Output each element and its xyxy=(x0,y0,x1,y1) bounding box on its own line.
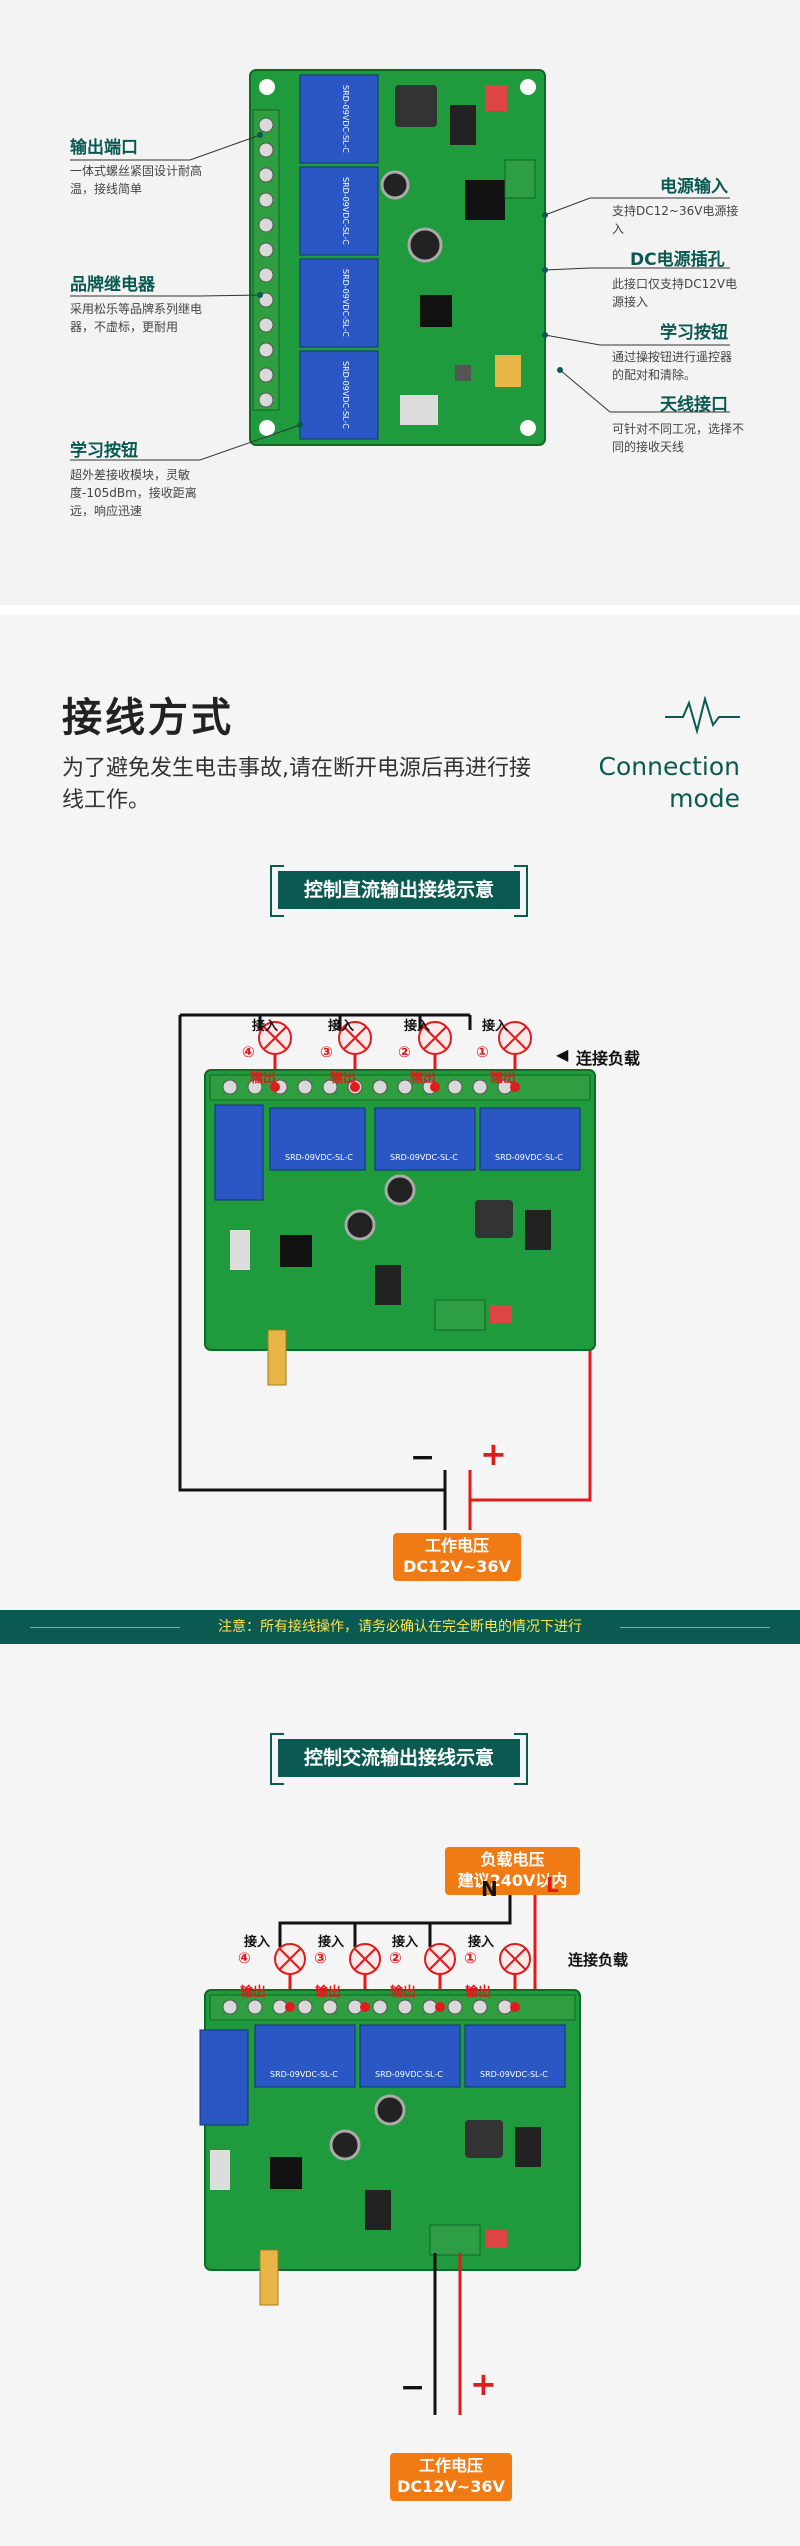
ac-diagram-badge: 控制交流输出接线示意 xyxy=(270,1733,528,1785)
ac-ch4-number: ④ xyxy=(238,1949,251,1967)
svg-text:SRD-09VDC-SL-C: SRD-09VDC-SL-C xyxy=(285,1153,353,1162)
ac-ch4-in: 接入 xyxy=(244,1935,271,1950)
ac-ch3-out: 输出 xyxy=(315,1985,342,2000)
antenna-title: 天线接口 xyxy=(660,395,728,415)
svg-text:SRD-09VDC-SL-C: SRD-09VDC-SL-C xyxy=(341,361,350,429)
power-in-desc: 支持DC12~36V电源接入 xyxy=(612,204,739,236)
dc-jack-desc: 此接口仅支持DC12V电源接入 xyxy=(612,277,738,309)
ac-ch3-number: ③ xyxy=(314,1949,327,1967)
dc-ch4-number: ④ xyxy=(242,1043,255,1061)
ac-minus-label: − xyxy=(400,2370,426,2405)
wiring-section: 接线方式 为了避免发生电击事故,请在断开电源后再进行接线工作。 Connecti… xyxy=(0,615,800,2546)
ac-ch2-number: ② xyxy=(389,1949,402,1967)
ac-voltage-line2: DC12V~36V xyxy=(397,2477,505,2496)
svg-text:SRD-09VDC-SL-C: SRD-09VDC-SL-C xyxy=(480,2070,548,2079)
ac-voltage-line1: 工作电压 xyxy=(418,2456,483,2475)
dc-ch1-number: ① xyxy=(476,1043,489,1061)
ac-plus-label: + xyxy=(470,2365,497,2403)
ac-ch1-number: ① xyxy=(464,1949,477,1967)
dc-wiring-diagram: SRD-09VDC-SL-C SRD-09VDC-SL-C SRD-09VDC-… xyxy=(178,1013,596,1530)
ac-l-label: L xyxy=(546,1873,559,1897)
leader-lines xyxy=(70,132,730,461)
ac-badge-label: 控制交流输出接线示意 xyxy=(278,1739,520,1777)
ac-ch3-in: 接入 xyxy=(318,1935,345,1950)
dc-minus-label: − xyxy=(410,1440,436,1475)
output-port-desc: 一体式螺丝紧固设计耐高温，接线简单 xyxy=(70,164,203,196)
ac-ch2-out: 输出 xyxy=(390,1985,417,2000)
svg-text:SRD-09VDC-SL-C: SRD-09VDC-SL-C xyxy=(341,85,350,153)
dc-ch2-out: 输出 xyxy=(410,1071,437,1086)
svg-text:SRD-09VDC-SL-C: SRD-09VDC-SL-C xyxy=(390,1153,458,1162)
ac-ch1-in: 接入 xyxy=(468,1935,495,1950)
svg-text:SRD-09VDC-SL-C: SRD-09VDC-SL-C xyxy=(341,177,350,245)
svg-text:SRD-09VDC-SL-C: SRD-09VDC-SL-C xyxy=(495,1153,563,1162)
load-voltage-line2: 建议240V以内 xyxy=(457,1871,568,1890)
learn-right-title: 学习按钮 xyxy=(660,323,728,343)
ac-n-label: N xyxy=(481,1877,498,1901)
dc-voltage-line1: 工作电压 xyxy=(424,1536,489,1555)
section-english-title: Connection mode xyxy=(598,752,740,813)
section-subtitle: 为了避免发生电击事故,请在断开电源后再进行接线工作。 xyxy=(62,756,531,813)
relay-title: 品牌继电器 xyxy=(70,275,155,295)
dc-ch3-in: 接入 xyxy=(328,1019,355,1034)
dc-badge-label: 控制直流输出接线示意 xyxy=(278,871,520,909)
feature-section: SRD-09VDC-SL-C SRD-09VDC-SL-C SRD-09VDC-… xyxy=(0,0,800,605)
dc-diagram-badge: 控制直流输出接线示意 xyxy=(270,865,528,917)
learn-right-desc: 通过操按钮进行遥控器的配对和清除。 xyxy=(612,350,733,382)
learn-left-title: 学习按钮 xyxy=(70,441,138,461)
dc-ch1-in: 接入 xyxy=(482,1019,509,1034)
ac-ch4-out: 输出 xyxy=(240,1985,267,2000)
power-in-title: 电源输入 xyxy=(660,177,728,197)
section-title: 接线方式 xyxy=(62,695,234,741)
dc-voltage-line2: DC12V~36V xyxy=(403,1557,511,1576)
output-port-title: 输出端口 xyxy=(70,138,138,158)
ac-ch1-out: 输出 xyxy=(465,1985,492,2000)
safety-notice: 注意：所有接线操作，请务必确认在完全断电的情况下进行 xyxy=(0,1610,800,1644)
svg-text:SRD-09VDC-SL-C: SRD-09VDC-SL-C xyxy=(341,269,350,337)
relay-desc: 采用松乐等品牌系列继电器，不虚标，更耐用 xyxy=(70,302,203,334)
dc-working-voltage-badge: 工作电压 DC12V~36V xyxy=(393,1533,521,1581)
dc-ch1-out: 输出 xyxy=(490,1071,517,1086)
load-voltage-badge: 负载电压 建议240V以内 xyxy=(445,1847,580,1895)
dc-ch2-in: 接入 xyxy=(404,1019,431,1034)
dc-plus-label: + xyxy=(480,1435,507,1473)
dc-connect-load-arrow-icon: ◀ xyxy=(556,1045,569,1064)
antenna-desc: 可针对不同工况，选择不同的接收天线 xyxy=(612,422,745,454)
pulse-icon xyxy=(665,695,740,735)
ac-wiring-diagram: SRD-09VDC-SL-C SRD-09VDC-SL-C SRD-09VDC-… xyxy=(199,1895,581,2415)
svg-text:SRD-09VDC-SL-C: SRD-09VDC-SL-C xyxy=(375,2070,443,2079)
dc-ch3-number: ③ xyxy=(320,1043,333,1061)
dc-ch3-out: 输出 xyxy=(330,1071,357,1086)
ac-working-voltage-badge: 工作电压 DC12V~36V xyxy=(390,2453,512,2501)
section-separator xyxy=(0,605,800,615)
dc-ch4-out: 输出 xyxy=(250,1071,277,1086)
dc-jack-title: DC电源插孔 xyxy=(630,250,725,270)
ac-ch2-in: 接入 xyxy=(392,1935,419,1950)
learn-left-desc: 超外差接收模块，灵敏度-105dBm，接收距离远，响应迅速 xyxy=(70,468,197,518)
dc-ch2-number: ② xyxy=(398,1043,411,1061)
relay-board-illustration: SRD-09VDC-SL-C SRD-09VDC-SL-C SRD-09VDC-… xyxy=(249,69,546,446)
svg-text:SRD-09VDC-SL-C: SRD-09VDC-SL-C xyxy=(270,2070,338,2079)
load-voltage-line1: 负载电压 xyxy=(480,1850,545,1869)
dc-ch4-in: 接入 xyxy=(252,1019,279,1034)
dc-connect-load-label: 连接负载 xyxy=(576,1049,641,1068)
ac-connect-load-label: 连接负载 xyxy=(568,1951,629,1969)
